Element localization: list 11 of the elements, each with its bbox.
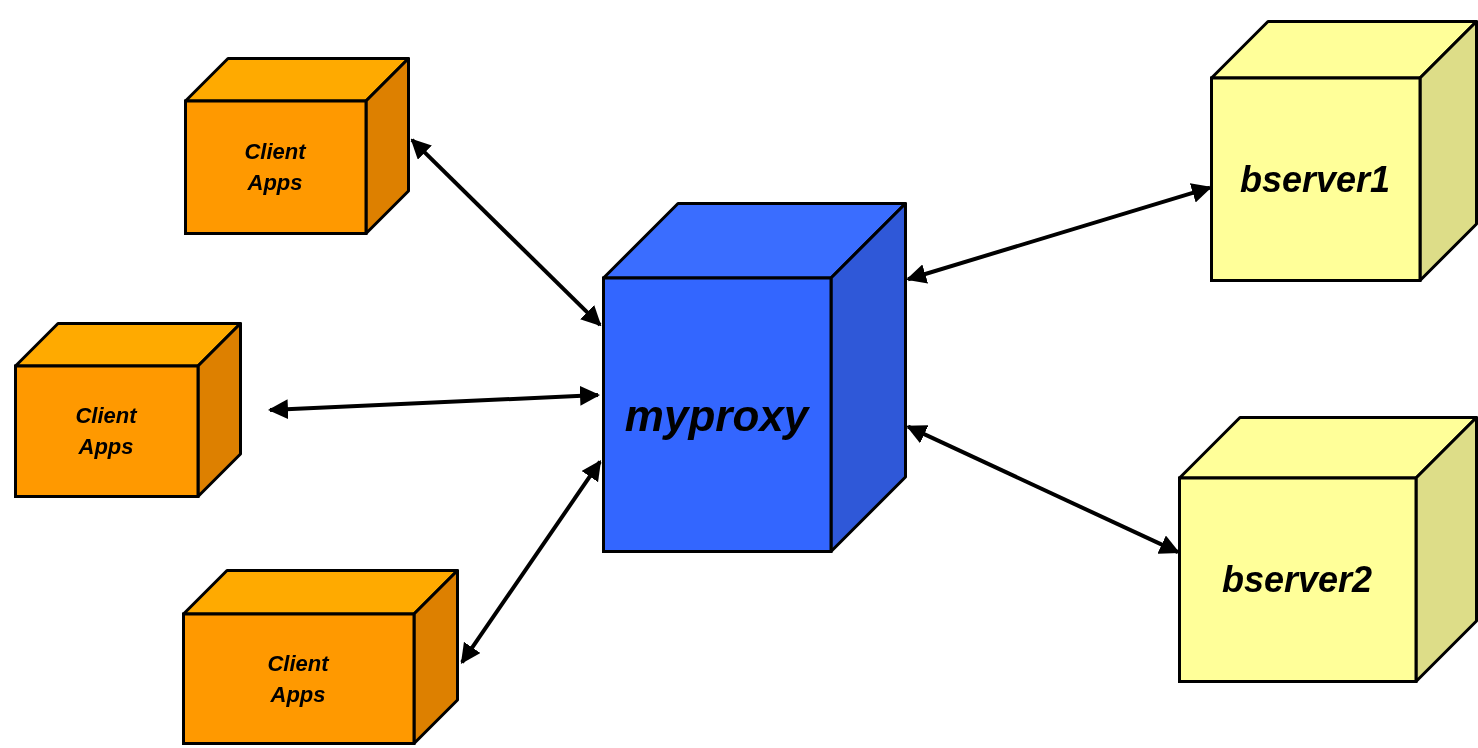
double-arrow [906, 183, 1212, 284]
node-label: Client Apps [243, 138, 308, 197]
double-arrow [460, 460, 602, 664]
node-label: Client Apps [74, 402, 139, 461]
node-label: Client Apps [266, 649, 331, 709]
double-arrow [410, 138, 602, 327]
node-label: bserver2 [1221, 558, 1373, 603]
double-arrow [268, 385, 600, 420]
node-label: myproxy [624, 389, 809, 442]
node-label: bserver1 [1239, 157, 1391, 202]
double-arrow [906, 424, 1180, 554]
